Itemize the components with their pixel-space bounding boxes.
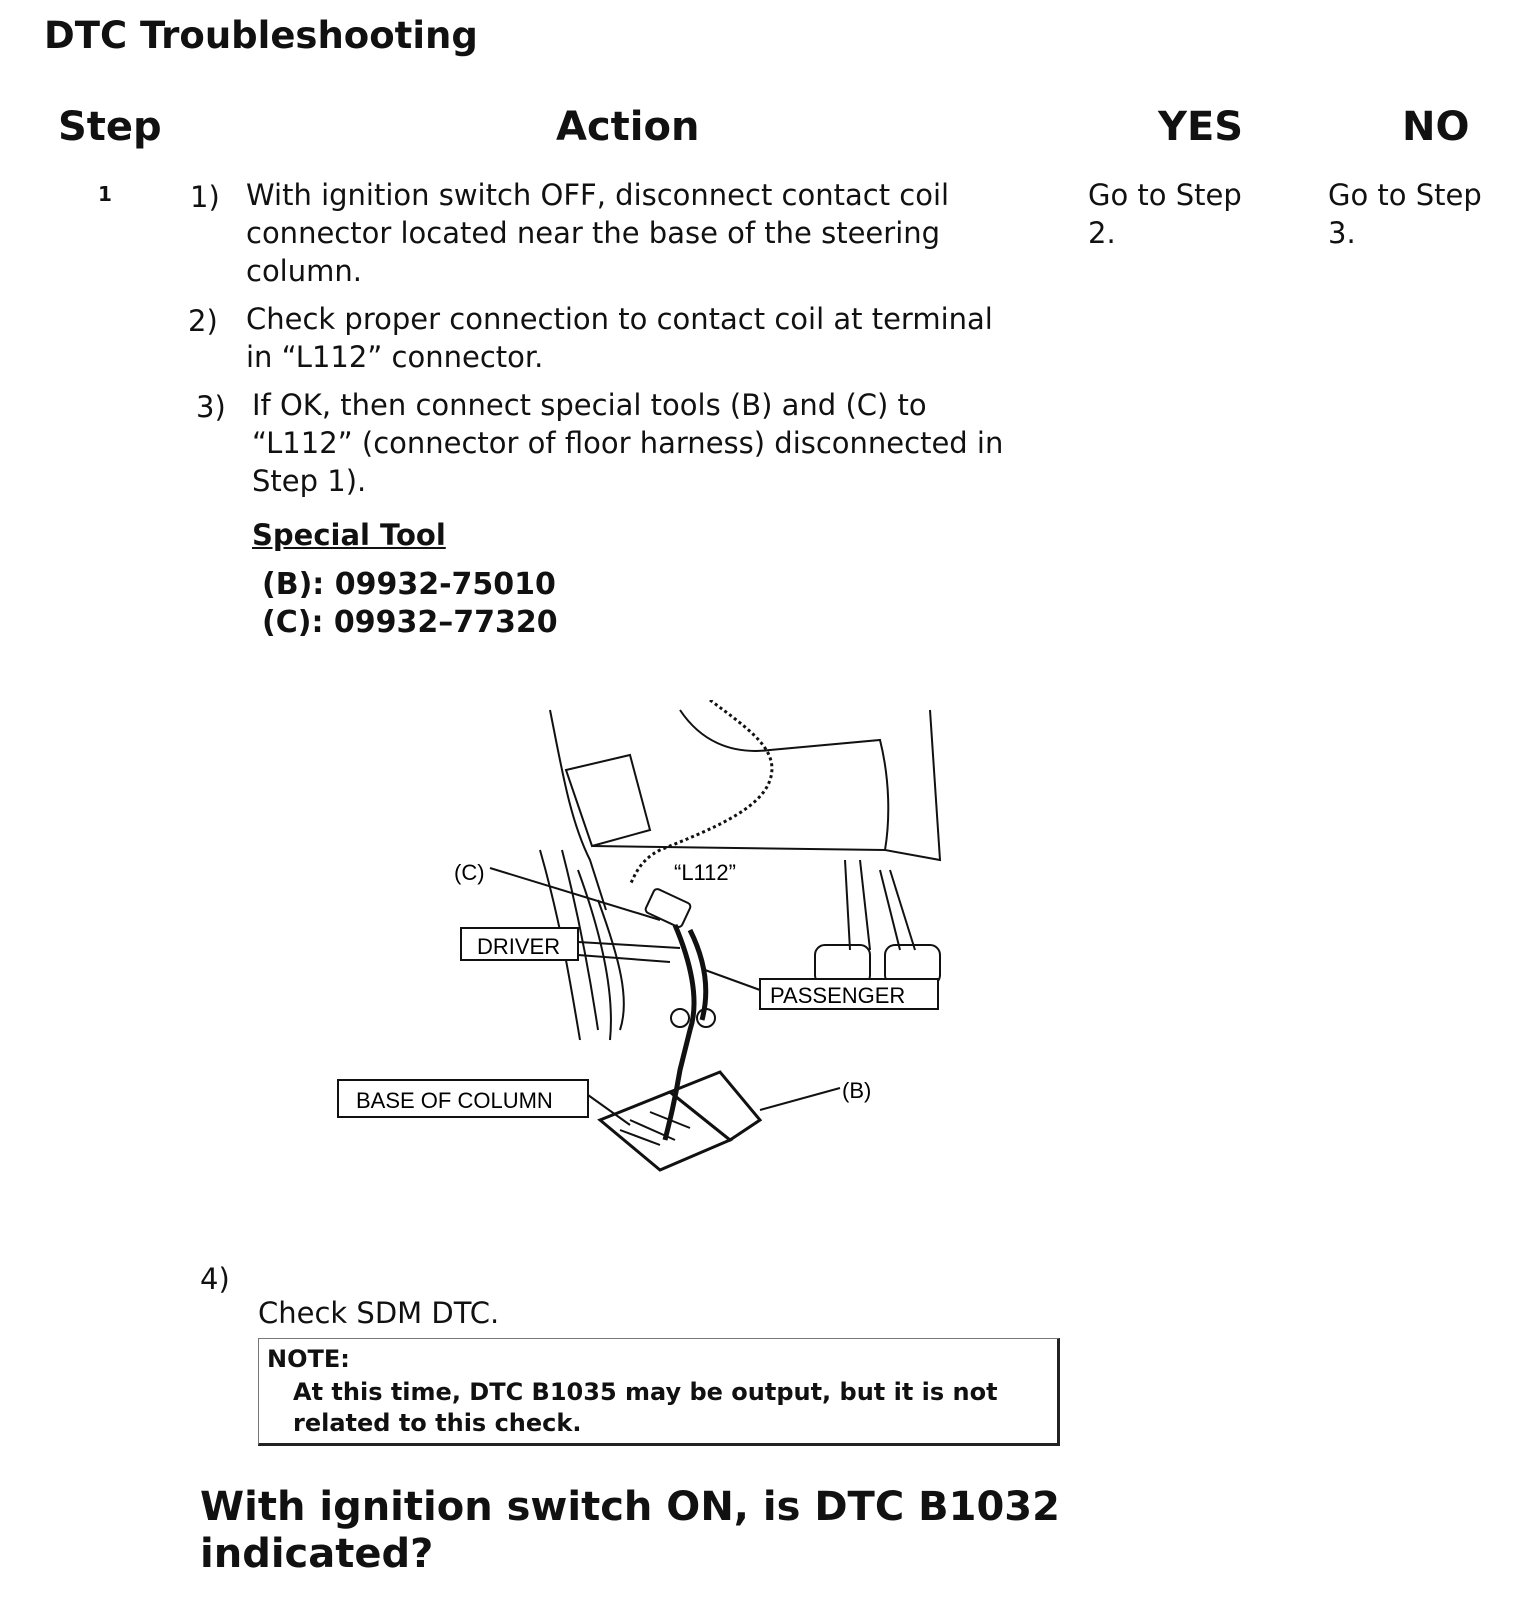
tool-box-right	[667, 1070, 763, 1142]
note-text: At this time, DTC B1035 may be output, b…	[293, 1378, 998, 1437]
item-3-number: 3)	[196, 390, 226, 424]
yes-result: Go to Step 2.	[1088, 178, 1242, 250]
item-2-text: Check proper connection to contact coil …	[246, 302, 993, 374]
header-step: Step	[58, 104, 162, 150]
label-passenger: PASSENGER	[770, 983, 905, 1008]
item-3-text: If OK, then connect special tools (B) an…	[252, 388, 1004, 498]
dotted-harness	[628, 700, 774, 886]
step-number: 1	[98, 182, 112, 206]
item-2-number: 2)	[188, 304, 218, 338]
special-tool-c: (C): 09932–77320	[262, 605, 558, 640]
note-box: NOTE: At this time, DTC B1035 may be out…	[258, 1338, 1060, 1446]
label-base-of-column: BASE OF COLUMN	[356, 1088, 553, 1113]
no-result: Go to Step 3.	[1328, 178, 1482, 250]
check-question: With ignition switch ON, is DTC B1032 in…	[200, 1484, 1060, 1577]
connector-illustration: (C) “L112” DRIVER PASSENGER BASE OF COLU…	[337, 700, 942, 1172]
item-1-text: With ignition switch OFF, disconnect con…	[246, 178, 950, 288]
special-tool-b: (B): 09932-75010	[262, 567, 556, 602]
header-action: Action	[556, 104, 700, 150]
item-1-number: 1)	[190, 180, 220, 214]
item-4-number: 4)	[200, 1262, 230, 1296]
label-driver: DRIVER	[477, 934, 560, 959]
item-4-text: Check SDM DTC.	[258, 1296, 500, 1330]
dash-outline-left	[549, 709, 607, 911]
label-b: (B)	[842, 1078, 871, 1103]
panel-bracket	[564, 753, 652, 848]
header-no: NO	[1402, 104, 1470, 150]
header-yes: YES	[1158, 104, 1244, 150]
dash-outline-top	[679, 709, 890, 851]
dash-outline-right	[884, 709, 942, 862]
page-title: DTC Troubleshooting	[44, 14, 478, 57]
l112-connector	[644, 888, 692, 928]
label-c: (C)	[454, 860, 485, 885]
note-label: NOTE:	[267, 1345, 350, 1373]
label-l112: “L112”	[674, 860, 736, 885]
special-tool-heading: Special Tool	[252, 518, 446, 552]
